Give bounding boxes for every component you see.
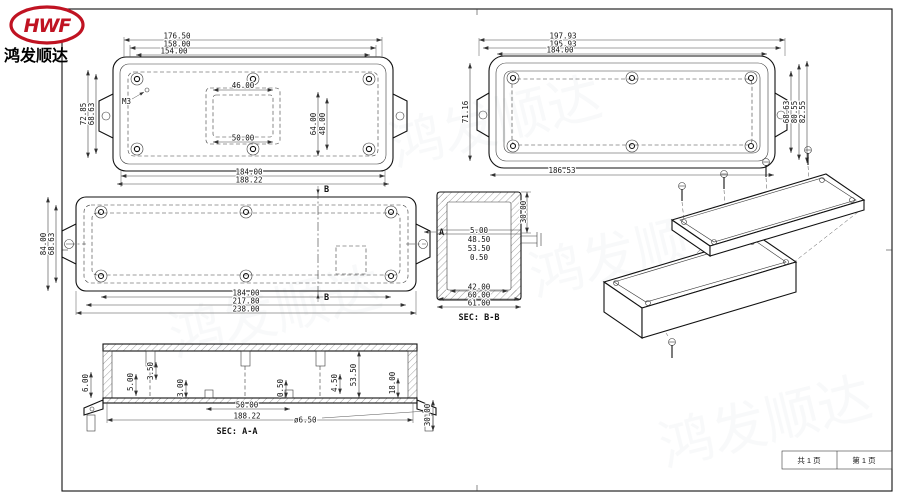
dim-label: 217.80 <box>232 297 260 306</box>
footer-total-pages: 共 1 页 <box>797 456 821 465</box>
logo-oval-icon <box>9 5 85 45</box>
isometric-exploded-view <box>602 146 866 358</box>
dim-label: 184.00 <box>546 46 574 55</box>
dim-label: 53.50 <box>349 363 358 386</box>
dim-label: 30.00 <box>423 403 432 426</box>
cover-top-outline <box>488 55 776 169</box>
dim-label: 158.00 <box>163 40 191 49</box>
section-aa-view: 6.00 5.00 3.50 3.00 0.50 4.50 53.50 18.0… <box>80 343 437 438</box>
screw-icon <box>762 158 770 192</box>
logo-brand-text: HWF <box>24 15 72 37</box>
dim-label: 84.00 <box>39 232 48 255</box>
left-flange <box>83 399 104 416</box>
dim-label: 188.22 <box>235 176 262 185</box>
dim-label: 50.00 <box>232 134 255 143</box>
dim-label: 188.22 <box>233 412 260 421</box>
section-marker-b: B <box>324 185 329 195</box>
view-cover-top: 197.93 195.93 184.00 71.16 68.63 80.55 8… <box>460 30 809 177</box>
hole-callout: ø6.50 <box>294 416 317 425</box>
section-bb-view: 30.00 5.00 48.50 53.50 0.50 42.00 60.00 … <box>436 191 542 324</box>
dim-label: 42.00 <box>468 283 491 292</box>
dim-label: 238.00 <box>232 305 260 314</box>
dim-label: 30.00 <box>519 200 528 223</box>
dim-label: 176.50 <box>163 32 191 41</box>
dim-label: 60.00 <box>468 291 491 300</box>
cover-top-dimension-lines <box>468 38 809 177</box>
section-title: SEC: A-A <box>217 427 258 437</box>
screw-icon <box>668 338 676 358</box>
dim-label: 195.93 <box>549 40 576 49</box>
dim-label: 4.50 <box>330 373 339 392</box>
company-name: 鸿发顺达 <box>4 46 68 65</box>
dim-label: 3.50 <box>146 361 155 380</box>
view-base-top: 176.50 158.00 154.00 72.85 68.63 M3 46.0… <box>78 30 408 187</box>
section-aa-lid <box>102 343 418 352</box>
section-marker-b: B <box>324 293 329 303</box>
dim-label: 184.00 <box>232 289 260 298</box>
right-flange <box>416 399 437 416</box>
dim-label: 68.63 <box>87 103 96 126</box>
dim-label: 197.93 <box>549 32 576 41</box>
page-footer: 共 1 页 第 1 页 <box>781 450 893 470</box>
dim-label: 64.00 <box>309 112 318 135</box>
dim-label: 68.63 <box>782 101 791 124</box>
dim-label: 184.00 <box>235 168 263 177</box>
dim-label: 50.00 <box>236 401 259 410</box>
dim-label: 6.00 <box>81 373 90 392</box>
dim-label: 5.00 <box>126 372 135 391</box>
dim-label: 5.00 <box>470 226 489 235</box>
dim-label: 154.00 <box>160 47 188 56</box>
thread-callout: M3 <box>122 97 131 106</box>
dim-label: 186.53 <box>548 166 575 175</box>
dim-label: 68.63 <box>47 233 56 256</box>
gland-screw-icon <box>521 232 542 247</box>
dim-label: 72.85 <box>79 103 88 126</box>
dim-label: 18.00 <box>388 371 397 394</box>
dim-label: 82.55 <box>798 101 807 124</box>
watermark-text: 鸿发顺达 <box>654 367 878 477</box>
view-base-bottom: 84.00 68.63 184.00 217.80 238.00 B B A <box>38 184 445 315</box>
screw-icon <box>804 146 812 180</box>
dim-label: 3.00 <box>176 378 185 397</box>
dim-label: 80.55 <box>790 101 799 124</box>
screw-icon <box>720 170 728 205</box>
dim-label: 53.50 <box>468 244 491 253</box>
dim-label: 46.00 <box>232 81 255 90</box>
dim-label: 61.00 <box>468 299 491 308</box>
dim-label: 48.50 <box>468 235 491 244</box>
base-top-dimension-lines <box>86 37 389 187</box>
section-bb-dimension-lines <box>437 191 531 309</box>
section-title: SEC: B-B <box>459 313 500 323</box>
dim-label: 71.16 <box>461 100 470 123</box>
dim-label: 48.00 <box>318 112 327 135</box>
base-bottom-outline <box>75 196 417 292</box>
section-aa-dimension-lines <box>89 351 435 431</box>
base-top-outline <box>112 56 394 172</box>
dim-label: 0.50 <box>470 253 489 262</box>
logo: HWF 鸿发顺达 <box>4 5 85 65</box>
screw-icon <box>678 182 686 221</box>
base-bottom-dimension-lines <box>46 186 436 315</box>
footer-current-page: 第 1 页 <box>852 455 876 465</box>
dim-label: 0.50 <box>276 378 285 397</box>
